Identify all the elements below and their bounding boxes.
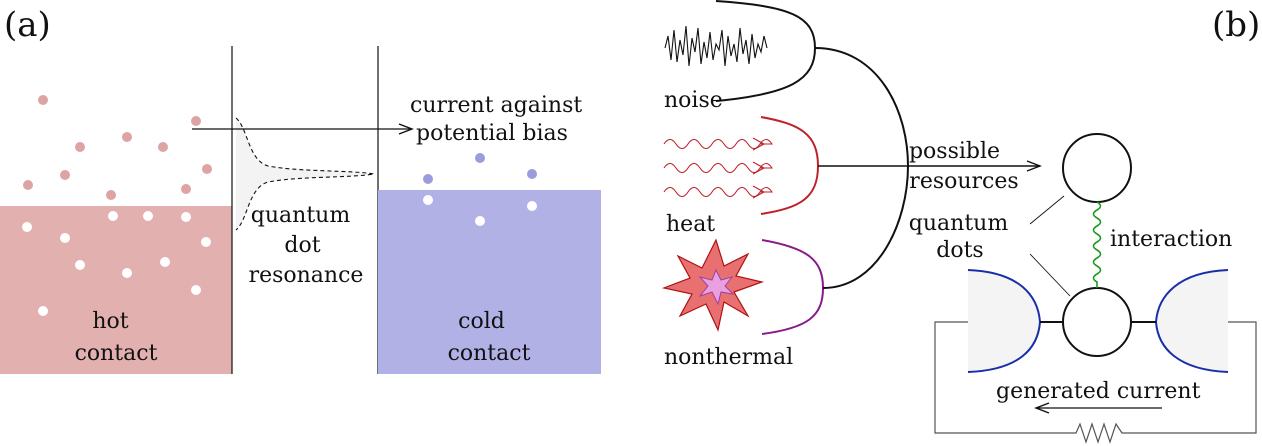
panel-a: (a) hot contact quantum do	[0, 5, 601, 374]
heat-label: heat	[666, 212, 715, 237]
noise-wave-icon	[664, 25, 768, 67]
noise-label: noise	[664, 88, 723, 113]
resonance-label: quantum dot resonance	[249, 203, 364, 288]
cold-particles-inside	[423, 195, 537, 226]
panel-b-tag: (b)	[1212, 5, 1260, 45]
cold-contact-block	[378, 190, 601, 374]
noise-collector	[715, 0, 817, 102]
nonthermal-collector	[761, 239, 825, 335]
generated-current-label: generated current	[996, 379, 1201, 404]
burst-core	[698, 268, 735, 306]
cold-particles-above	[423, 153, 537, 184]
cold-contact-label: cold contact	[448, 309, 531, 366]
combining-wire	[814, 47, 910, 289]
interaction-spring	[1092, 201, 1102, 288]
hot-particles-above	[23, 95, 212, 200]
resources-label: possible resources	[909, 139, 1019, 194]
hot-contact-label: hot contact	[75, 309, 158, 366]
heat-wave-icon	[663, 137, 774, 199]
dots-pointer-lower	[1029, 253, 1071, 297]
nonthermal-label: nonthermal	[664, 345, 793, 370]
lower-quantum-dot	[1062, 287, 1132, 357]
panel-a-tag: (a)	[4, 5, 51, 45]
hot-particles-inside	[22, 211, 211, 316]
external-circuit	[934, 321, 1257, 444]
resonance-curve	[235, 117, 375, 231]
current-annotation: current against potential bias	[410, 93, 589, 146]
upper-quantum-dot	[1062, 133, 1132, 203]
panel-b: (b) noise heat nonthermal possible resou…	[661, 0, 1260, 444]
dots-pointer-upper	[1029, 195, 1065, 225]
interaction-label: interaction	[1110, 227, 1232, 252]
quantum-dots-label: quantum dots	[909, 211, 1015, 263]
left-lead-fill	[968, 270, 1040, 372]
right-lead-fill	[1156, 270, 1228, 372]
